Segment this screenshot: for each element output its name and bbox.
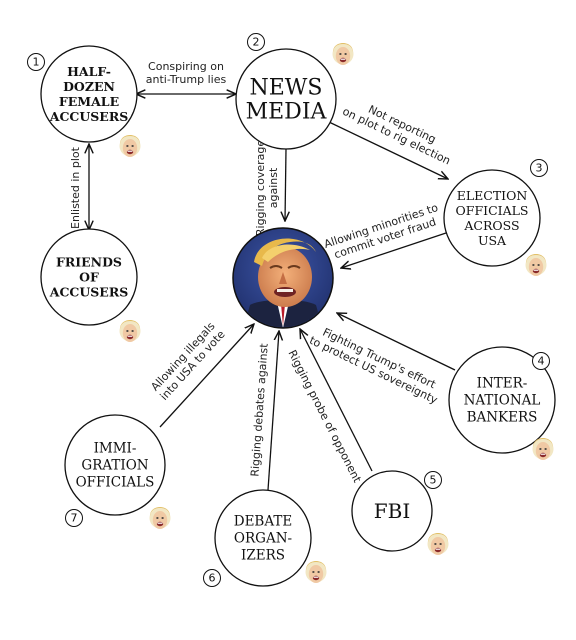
clinton-face-icon: [532, 438, 554, 460]
node-bankers-circle: [448, 346, 556, 454]
clinton-face-icon: [119, 135, 141, 157]
node-accusers-line: HALF-: [67, 64, 111, 79]
node-accusers-line: ACCUSERS: [49, 109, 128, 124]
badge-number: 1: [33, 56, 40, 69]
label-fbi-trump: Rigging probe of opponent: [285, 348, 364, 485]
node-accusers-line: DOZEN: [63, 79, 115, 94]
label-line: Enlisted in plot: [69, 146, 82, 229]
node-election-circle: [443, 169, 541, 267]
clinton-face-icon: [305, 561, 327, 583]
node-debate-line: ORGAN-: [234, 531, 292, 547]
badge-number: 6: [209, 572, 216, 585]
node-immigration-line: GRATION: [81, 458, 148, 474]
label-media-trump: Rigging coverage against: [254, 140, 280, 236]
label-debate-trump: Rigging debates against: [248, 342, 270, 477]
label-line: against: [267, 167, 280, 208]
node-debate-line: IZERS: [241, 548, 285, 564]
clinton-face-icon: [149, 507, 171, 529]
edge-debate-trump: [267, 331, 279, 491]
label-friends-accusers: Enlisted in plot: [69, 146, 82, 229]
edges-layer: [89, 94, 456, 491]
node-media-circle: [235, 48, 337, 150]
badge-number: 5: [430, 474, 437, 487]
edge-media-election: [328, 121, 448, 179]
label-accusers-media: Conspiring on anti-Trump lies: [146, 60, 227, 86]
label-immigration-trump: Allowing illegals into USA to vote: [148, 319, 227, 402]
node-media-line: NEWS: [250, 76, 323, 101]
node-friends-line: OF: [79, 269, 99, 284]
badge-number: 2: [253, 36, 260, 49]
node-immigration-circle: [64, 414, 166, 516]
node-election-line: ACROSS: [463, 218, 519, 233]
badge-accusers: 1: [27, 53, 45, 71]
node-election-line: ELECTION: [457, 188, 528, 203]
label-line: Rigging probe of opponent: [285, 348, 364, 485]
label-line: Rigging coverage: [254, 140, 267, 236]
number-badges: 1 2 3 4 5 6 7: [27, 33, 550, 587]
badge-number: 3: [536, 162, 543, 175]
label-line: Conspiring on: [148, 60, 224, 73]
node-bankers-line: NATIONAL: [464, 393, 541, 409]
badge-election: 3: [530, 159, 548, 177]
node-friends-line: FRIENDS: [56, 254, 122, 269]
node-media-line: MEDIA: [246, 100, 328, 125]
edge-immigration-trump: [159, 324, 254, 428]
edge-media-trump: [285, 148, 286, 221]
label-line: Rigging debates against: [248, 342, 270, 477]
node-accusers-line: FEMALE: [59, 94, 119, 109]
edge-election-trump: [341, 232, 447, 268]
node-accusers-circle: [40, 45, 138, 143]
node-immigration-line: OFFICIALS: [76, 475, 155, 491]
edge-fbi-trump: [300, 329, 373, 472]
node-election-line: OFFICIALS: [456, 203, 529, 218]
badge-debate: 6: [203, 569, 221, 587]
clinton-face-icon: [119, 320, 141, 342]
node-fbi-circle: [351, 470, 433, 552]
node-election-line: USA: [478, 233, 507, 248]
badge-number: 4: [538, 355, 545, 368]
node-debate-circle: [214, 489, 312, 587]
label-line: anti-Trump lies: [146, 73, 227, 86]
node-friends-circle: [40, 228, 138, 326]
node-fbi-line: FBI: [374, 499, 410, 523]
node-friends-line: ACCUSERS: [49, 284, 128, 299]
label-bankers-trump: Fighting Trump's effort to protect US so…: [307, 326, 440, 407]
clinton-face-icon: [427, 533, 449, 555]
badge-immigration: 7: [65, 509, 83, 527]
clinton-face-icon: [525, 254, 547, 276]
badge-media: 2: [247, 33, 265, 51]
trump-portrait: [232, 227, 334, 329]
node-fbi: FBI: [351, 470, 433, 552]
badge-number: 7: [71, 512, 78, 525]
node-bankers-line: BANKERS: [467, 410, 538, 426]
node-bankers-line: INTER-: [477, 376, 528, 392]
badge-bankers: 4: [532, 352, 550, 370]
node-immigration-line: IMMI-: [94, 441, 137, 457]
badge-fbi: 5: [424, 471, 442, 489]
clinton-face-icon: [332, 43, 354, 65]
node-debate-line: DEBATE: [234, 514, 292, 530]
face-icons-layer: [119, 43, 554, 583]
edge-bankers-trump: [337, 313, 456, 371]
